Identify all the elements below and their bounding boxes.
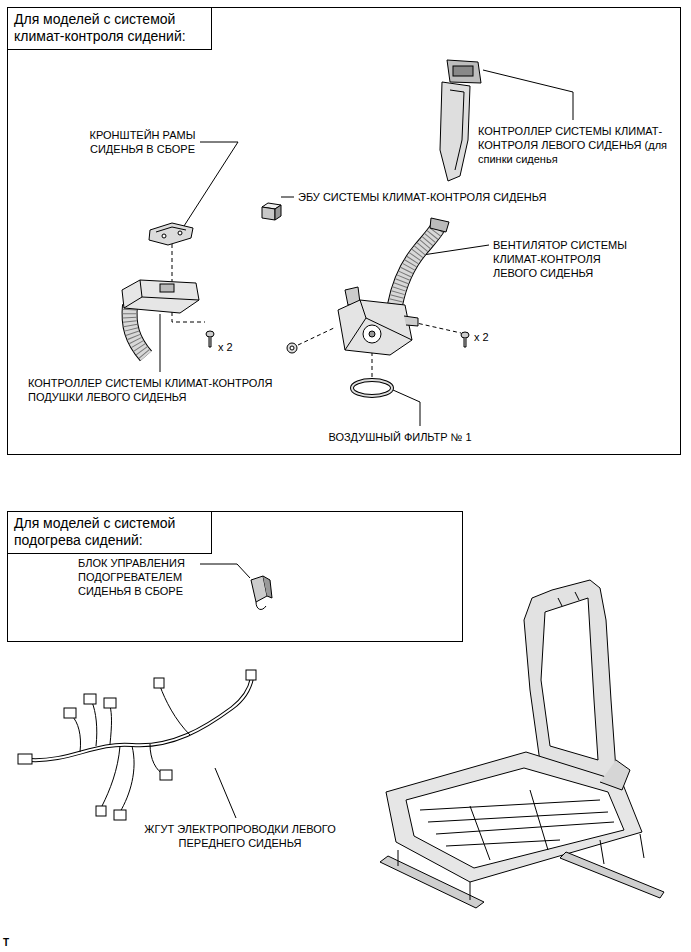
option-heading: Для моделей с системой подогрева сидений…	[8, 512, 212, 554]
quantity-label: x 2	[218, 340, 233, 354]
back-controller	[440, 60, 481, 181]
fan-part	[338, 218, 449, 355]
leader-line	[393, 390, 420, 426]
leader-line	[281, 197, 294, 198]
air-filter	[352, 380, 392, 396]
leader-line	[160, 314, 161, 372]
leader-line	[184, 142, 238, 226]
connector-symbol	[18, 670, 256, 820]
leader-line	[483, 70, 573, 120]
wire-harness	[30, 678, 252, 812]
part-label: КОНТРОЛЛЕР СИСТЕМЫ КЛИМАТ-КОНТРОЛЯ ЛЕВОГ…	[478, 124, 678, 166]
screw-symbol	[461, 332, 469, 347]
part-label: БЛОК УПРАВЛЕНИЯ ПОДОГРЕВАТЕЛЕМ СИДЕНЬЯ В…	[78, 556, 228, 598]
seat-frame	[380, 580, 664, 908]
leader-line	[215, 768, 236, 818]
nut-symbol	[287, 343, 297, 353]
bracket-part	[149, 223, 193, 245]
leader-line	[200, 564, 250, 578]
part-label: ВЕНТИЛЯТОР СИСТЕМЫ КЛИМАТ-КОНТРОЛЯ ЛЕВОГ…	[493, 238, 643, 280]
figure-code: T	[3, 936, 9, 950]
screw-symbol	[206, 331, 214, 347]
part-label: ЖГУТ ЭЛЕКТРОПРОВОДКИ ЛЕВОГО ПЕРЕДНЕГО СИ…	[140, 822, 340, 850]
option-frame: Для моделей с системой подогрева сидений…	[7, 511, 463, 642]
option-frame: Для моделей с системой климат-контроля с…	[7, 7, 681, 455]
part-label: КРОНШТЕЙН РАМЫ СИДЕНЬЯ В СБОРЕ	[70, 128, 215, 156]
option-heading: Для моделей с системой климат-контроля с…	[8, 8, 212, 50]
ecu-part	[262, 203, 281, 220]
part-label: КОНТРОЛЛЕР СИСТЕМЫ КЛИМАТ-КОНТРОЛЯ ПОДУШ…	[28, 376, 328, 404]
heater-control	[251, 576, 272, 609]
part-label: ЭБУ СИСТЕМЫ КЛИМАТ-КОНТРОЛЯ СИДЕНЬЯ	[298, 190, 546, 204]
cushion-controller	[122, 280, 199, 356]
part-label: ВОЗДУШНЫЙ ФИЛЬТР № 1	[320, 430, 480, 444]
quantity-label: x 2	[474, 330, 489, 344]
